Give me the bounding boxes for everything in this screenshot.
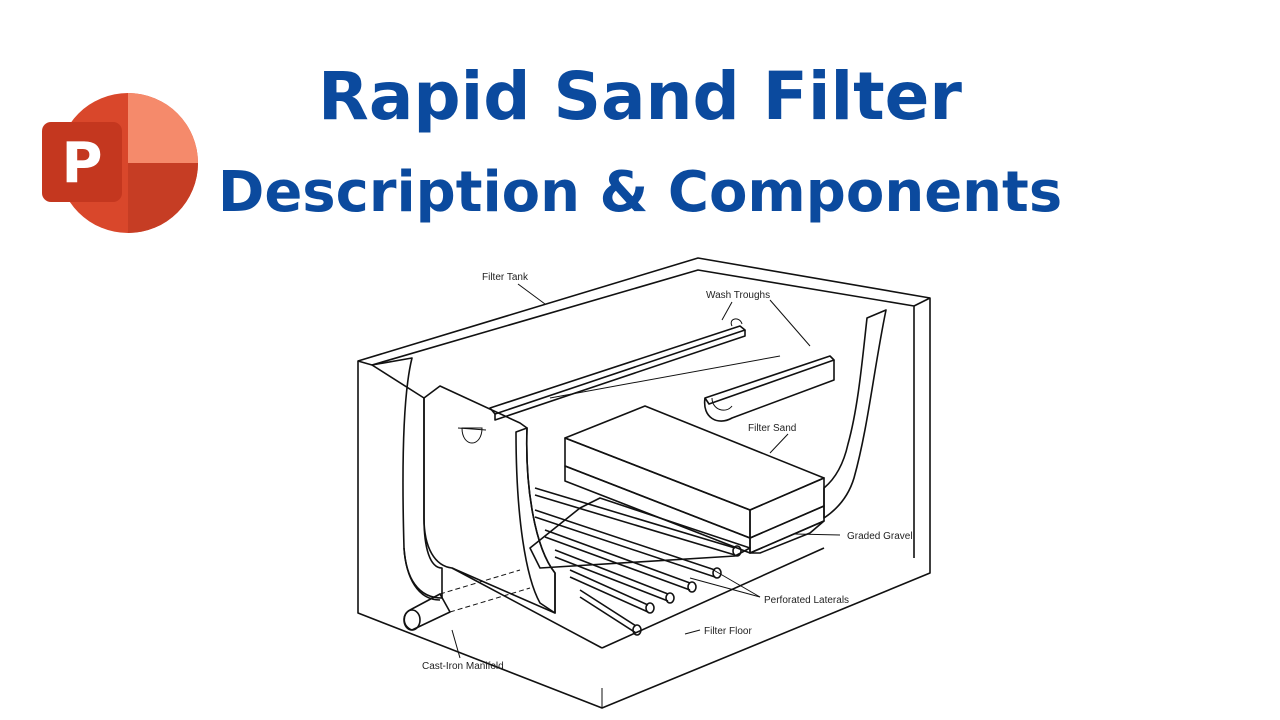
filter-floor: [451, 547, 825, 649]
wash-troughs: [489, 318, 835, 422]
logo-badge: [42, 122, 122, 202]
cast-iron-manifold: [403, 569, 531, 631]
logo-circle-top-right: [128, 93, 198, 163]
page-title: Rapid Sand Filter: [318, 58, 962, 135]
label-filter-sand: Filter Sand: [748, 423, 796, 434]
logo-circle-bottom-right: [128, 163, 198, 233]
label-filter-floor: Filter Floor: [704, 626, 752, 637]
powerpoint-logo-icon: P: [42, 93, 198, 233]
rapid-sand-filter-diagram: Filter Tank Wash Troughs Filter Sand Gra…: [357, 257, 931, 709]
label-perforated-laterals: Perforated Laterals: [764, 595, 849, 606]
right-wall: [823, 309, 887, 519]
left-wall: [371, 357, 443, 601]
leader-lines: [451, 283, 841, 659]
central-channel: [529, 497, 751, 569]
label-cast-iron-manifold: Cast-Iron Manifold: [422, 661, 504, 672]
label-graded-gravel: Graded Gravel: [847, 531, 913, 542]
page-subtitle: Description & Components: [217, 160, 1063, 225]
filter-tank: [357, 257, 931, 709]
logo-letter: P: [61, 131, 102, 196]
label-wash-troughs: Wash Troughs: [706, 290, 770, 301]
label-filter-tank: Filter Tank: [482, 272, 529, 283]
perforated-laterals: [534, 487, 742, 636]
